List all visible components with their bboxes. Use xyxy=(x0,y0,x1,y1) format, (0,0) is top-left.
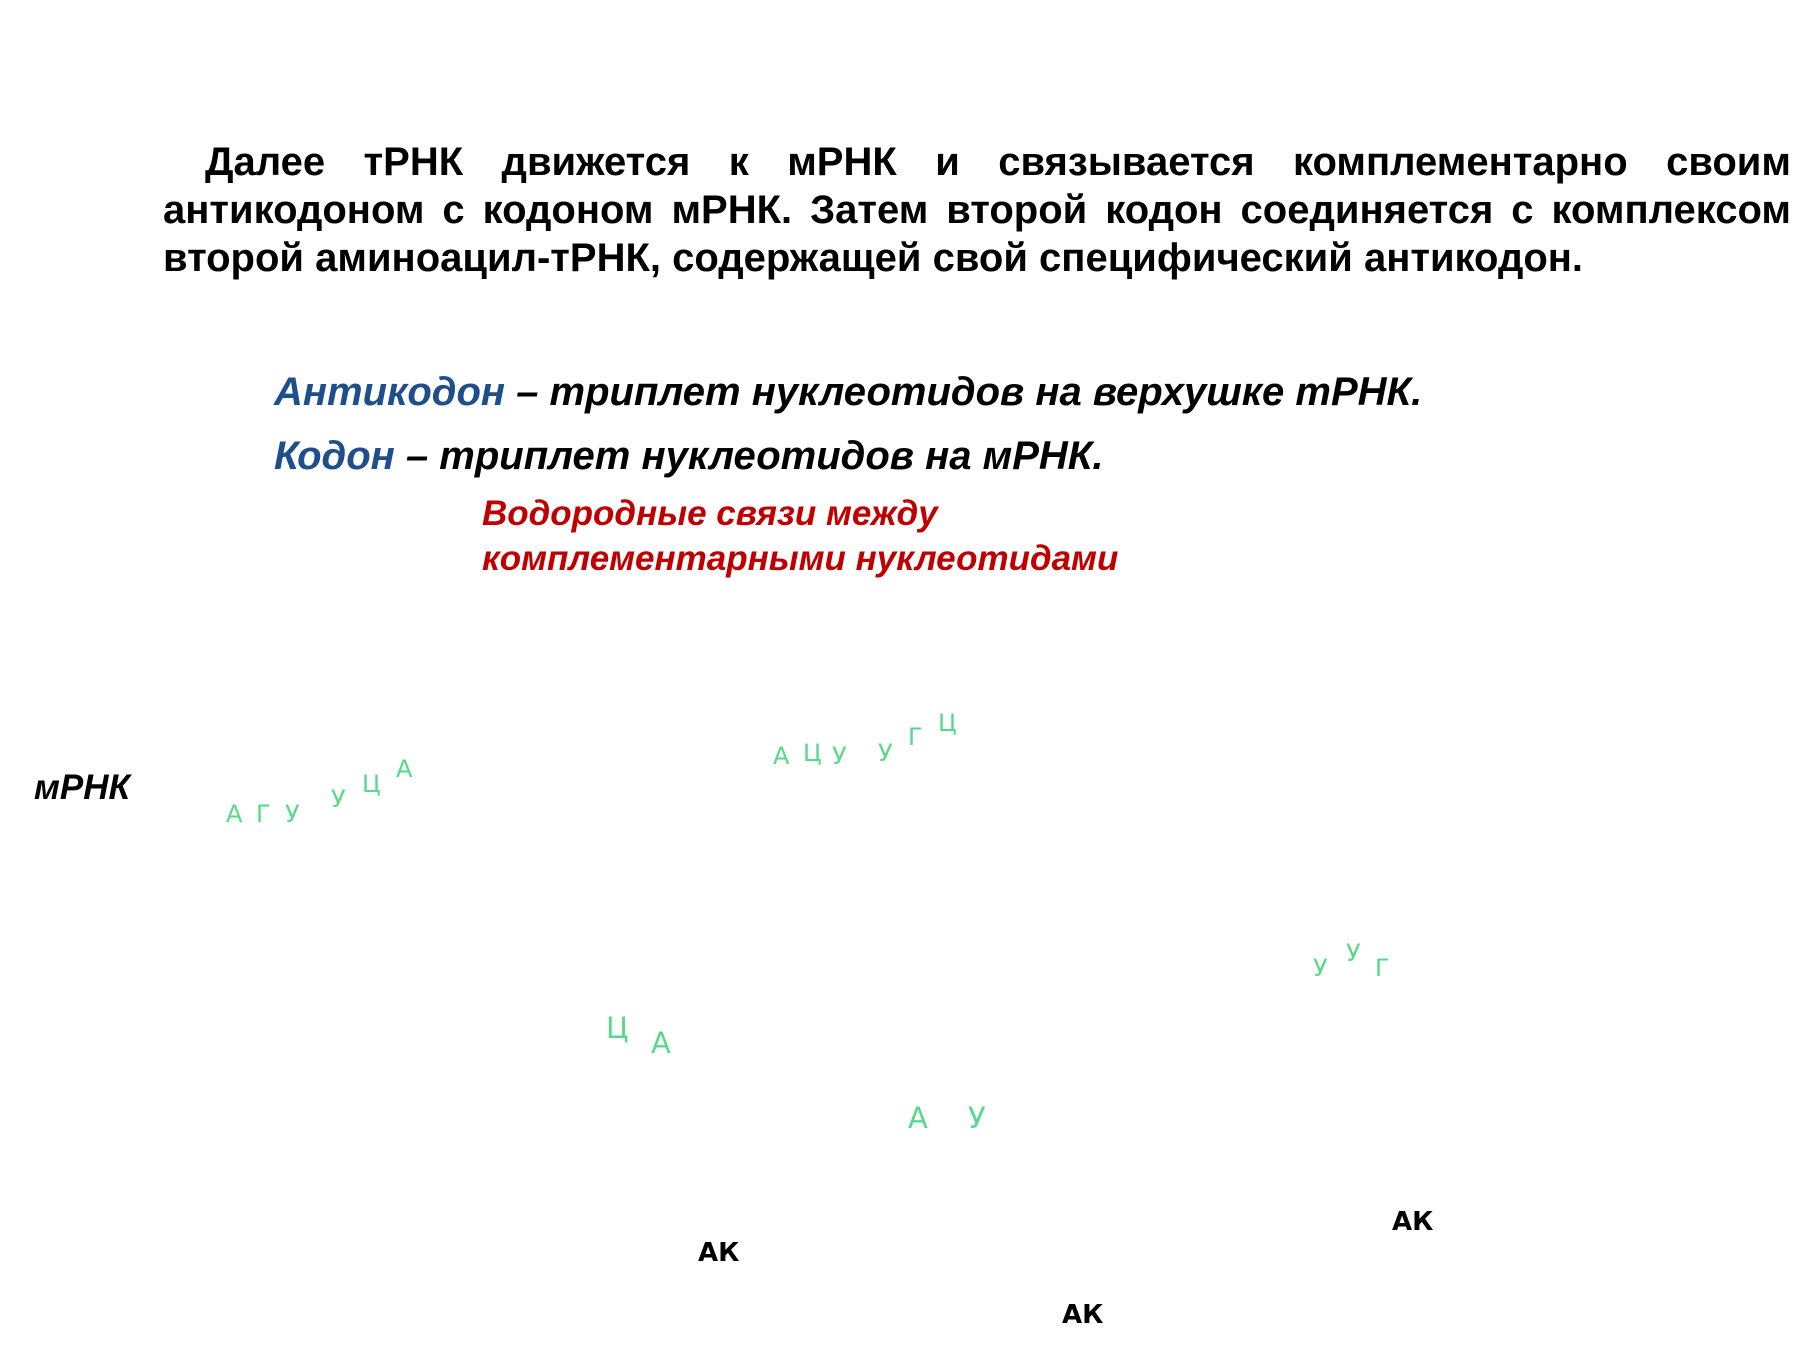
amino-acid-label: АК xyxy=(1392,1207,1434,1237)
nucleotide: У xyxy=(1346,939,1361,967)
nucleotide: У xyxy=(832,742,847,770)
mrna-label: мРНК xyxy=(34,768,131,807)
nucleotide: У xyxy=(968,1101,986,1135)
nucleotide: Ц xyxy=(362,770,381,798)
nucleotide: Г xyxy=(1375,954,1390,982)
main-paragraph: Далее тРНК движется к мРНК и связывается… xyxy=(163,140,1791,280)
nucleotide: У xyxy=(1313,954,1328,982)
nucleotide: У xyxy=(331,785,346,813)
definition-codon: Кодон – триплет нуклеотидов на мРНК. xyxy=(274,432,1103,480)
term-codon: Кодон xyxy=(274,434,395,478)
hydrogen-bonds-label: Водородные связи между комплементарными … xyxy=(482,491,1118,581)
nucleotide: Г xyxy=(256,800,271,828)
nucleotide: Ц xyxy=(938,709,957,737)
nucleotide: А xyxy=(396,755,413,783)
nucleotide: У xyxy=(878,739,893,767)
definition-anticodon-text: – триплет нуклеотидов на верхушке тРНК. xyxy=(505,370,1423,414)
definition-codon-text: – триплет нуклеотидов на мРНК. xyxy=(394,434,1104,478)
nucleotide: Г xyxy=(908,723,923,751)
nucleotide: Ц xyxy=(606,1011,629,1045)
nucleotide: У xyxy=(285,800,300,828)
term-anticodon: Антикодон xyxy=(274,370,506,414)
nucleotide: А xyxy=(226,800,243,828)
amino-acid-label: АК xyxy=(698,1238,740,1268)
definition-anticodon: Антикодон – триплет нуклеотидов на верху… xyxy=(274,368,1422,416)
nucleotide: А xyxy=(651,1026,671,1060)
hydrogen-bonds-label-line1: Водородные связи между xyxy=(482,494,938,533)
hydrogen-bonds-label-line2: комплементарными нуклеотидами xyxy=(482,539,1119,578)
amino-acid-label: АК xyxy=(1062,1300,1104,1330)
nucleotide: А xyxy=(773,742,790,770)
nucleotide: Ц xyxy=(803,739,822,767)
nucleotide: А xyxy=(908,1101,928,1135)
